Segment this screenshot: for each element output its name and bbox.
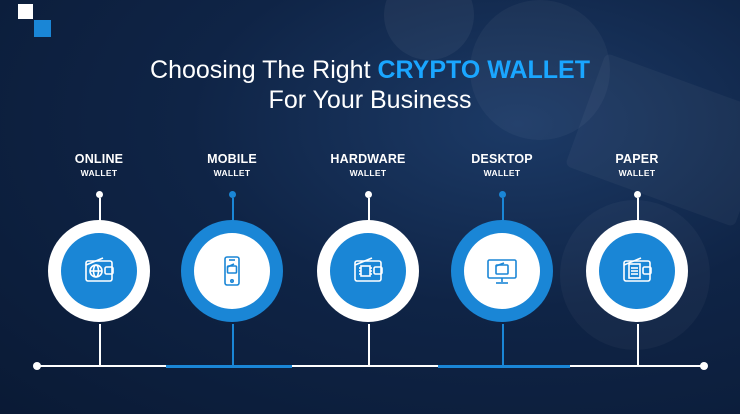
page-title: Choosing The Right CRYPTO WALLET (0, 55, 740, 85)
wallet-circle-inner (330, 233, 406, 309)
monitor-wallet-icon (487, 259, 517, 284)
connector-line (367, 324, 370, 366)
background-coin (470, 0, 610, 140)
wallet-circle (317, 220, 419, 322)
baseline-start-dot (33, 362, 41, 370)
wallet-sub: WALLET (483, 168, 521, 178)
connector-line (367, 198, 370, 222)
wallet-sub: WALLET (80, 168, 118, 178)
timeline-baseline (38, 365, 704, 368)
wallet-name: HARDWARE (330, 152, 406, 166)
wallet-circle (48, 220, 150, 322)
connector-dot (229, 191, 236, 198)
connector-line (501, 324, 504, 366)
wallet-circle-inner (599, 233, 675, 309)
connector-line (636, 324, 639, 366)
wallet-circle (451, 220, 553, 322)
wallet-sub: WALLET (618, 168, 656, 178)
logo-square-blue (34, 20, 51, 37)
wallet-name: PAPER (615, 152, 659, 166)
wallet-circle (586, 220, 688, 322)
baseline-end-dot (700, 362, 708, 370)
connector-line (501, 198, 504, 222)
wallet-circle-inner (61, 233, 137, 309)
connector-dot (365, 191, 372, 198)
chip-wallet-icon (354, 257, 383, 282)
wallet-sub: WALLET (213, 168, 251, 178)
wallet-name: ONLINE (74, 152, 124, 166)
wallet-name: DESKTOP (471, 152, 533, 166)
logo-square-white (18, 4, 33, 19)
title-highlight: CRYPTO WALLET (377, 56, 590, 84)
page-title-line2: For Your Business (268, 86, 472, 114)
wallet-circle-inner (194, 233, 270, 309)
baseline-accent (438, 365, 570, 368)
connector-line (98, 198, 101, 222)
wallet-circle (181, 220, 283, 322)
phone-wallet-icon (224, 256, 240, 286)
connector-line (98, 324, 101, 366)
wallet-sub: WALLET (349, 168, 387, 178)
connector-dot (634, 191, 641, 198)
document-wallet-icon (623, 257, 652, 282)
background-coin (384, 0, 474, 60)
connector-dot (96, 191, 103, 198)
baseline-accent (166, 365, 292, 368)
title-prefix: Choosing The Right (150, 56, 378, 84)
globe-wallet-icon (85, 257, 114, 282)
connector-line (231, 198, 234, 222)
wallet-name: MOBILE (207, 152, 257, 166)
connector-line (231, 324, 234, 366)
wallet-circle-inner (464, 233, 540, 309)
connector-line (636, 198, 639, 222)
connector-dot (499, 191, 506, 198)
